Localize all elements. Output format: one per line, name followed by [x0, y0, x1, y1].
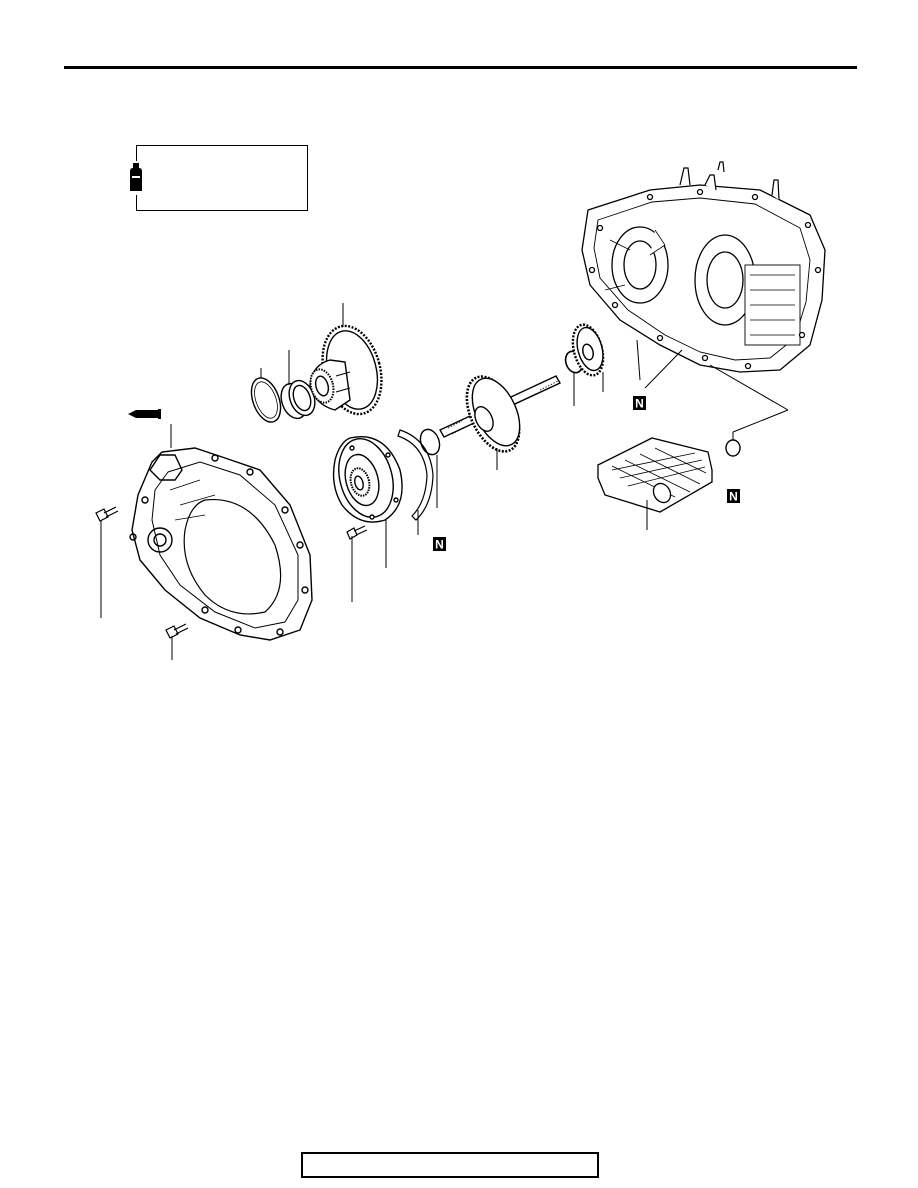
legend-box [136, 145, 308, 211]
header-rule [64, 66, 857, 69]
legend-box-left-tick-bottom [136, 195, 137, 211]
footer-box [301, 1152, 599, 1178]
bolt-pump [346, 525, 368, 540]
differential-assembly [309, 324, 383, 416]
svg-text:N: N [729, 490, 738, 504]
strainer-o-ring [725, 439, 741, 457]
input-shaft-gear [439, 375, 561, 453]
replace-badge-strainer: N [727, 489, 740, 504]
bolt-bottom [165, 623, 189, 639]
oil-strainer [597, 437, 713, 513]
o-ring [419, 428, 441, 456]
sealant-tube-icon [128, 409, 161, 419]
leader-lines [100, 303, 789, 660]
replace-badge-pump: N [433, 537, 446, 552]
output-gear [571, 323, 605, 377]
sealant-bottle-icon [130, 163, 142, 191]
pump-gasket [397, 429, 434, 521]
bolt-left [95, 506, 119, 522]
svg-text:N: N [435, 538, 444, 552]
replace-badge-case: N [633, 396, 646, 411]
legend-box-left-tick-top [136, 145, 137, 161]
oil-pump [332, 436, 403, 523]
converter-housing [129, 447, 313, 641]
bearing-outer-race [280, 379, 316, 420]
snap-ring [250, 377, 282, 423]
svg-text:N: N [635, 397, 644, 411]
transaxle-case [581, 161, 826, 373]
